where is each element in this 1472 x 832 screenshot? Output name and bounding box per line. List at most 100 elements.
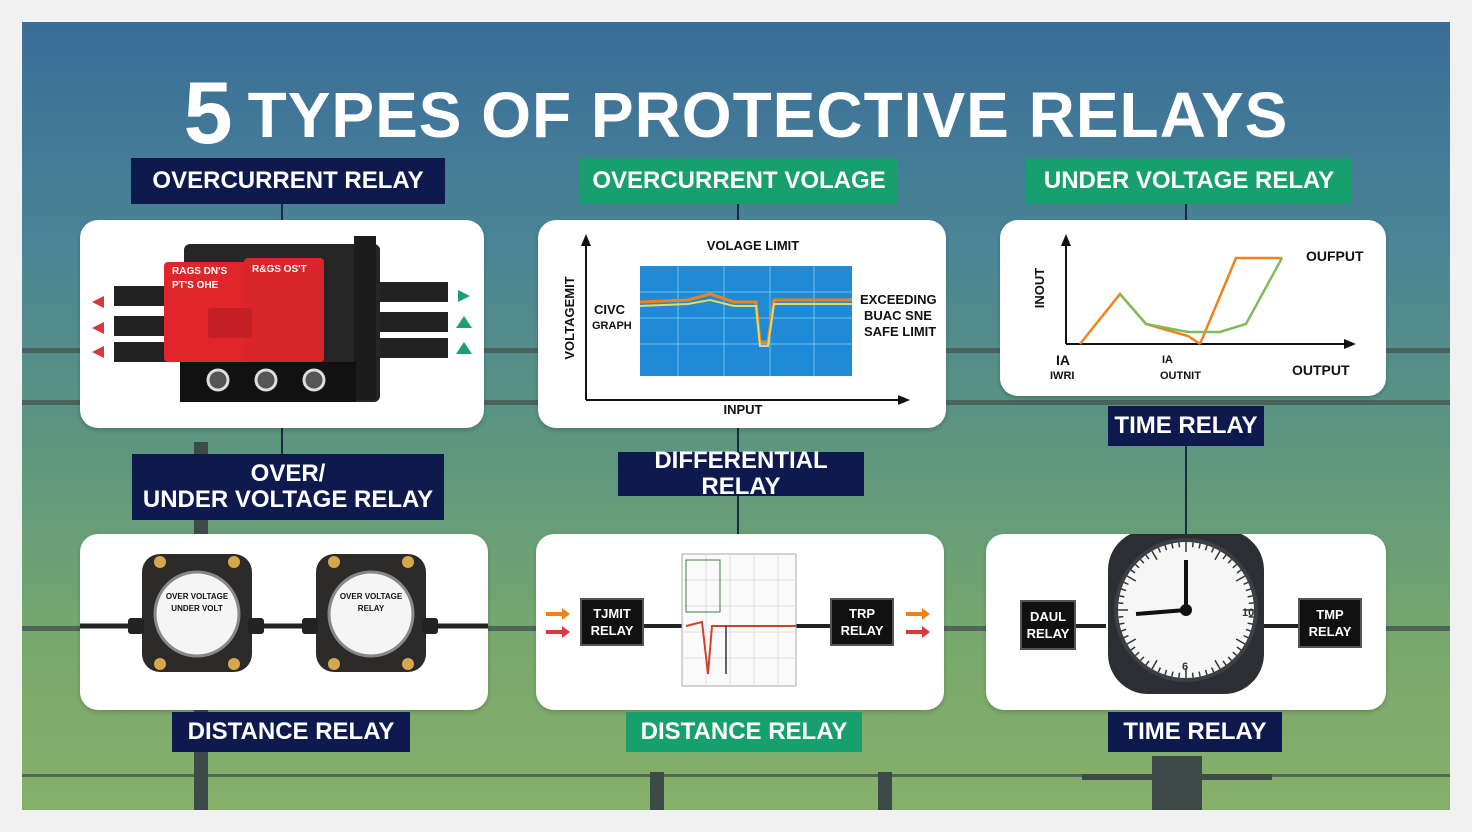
- clock-tick: [1134, 563, 1140, 569]
- graph-left-text-2: GRAPH: [592, 320, 632, 332]
- label-over-under-voltage-relay: OVER/UNDER VOLTAGE RELAY: [132, 454, 444, 520]
- clock-tick: [1191, 672, 1194, 678]
- connector-line: [737, 428, 739, 454]
- clock-tick: [1236, 569, 1242, 574]
- clock-tick: [1210, 667, 1215, 673]
- tick-label-2a: IA: [1162, 354, 1173, 366]
- connector-line: [1185, 444, 1187, 536]
- clock-tick: [1236, 646, 1242, 651]
- terminal-screw: [206, 368, 230, 392]
- graph-right-text-2: BUAC SNE: [864, 308, 932, 323]
- terminal-screw: [302, 368, 326, 392]
- clock-tick: [1243, 581, 1249, 586]
- clock-tick: [1164, 669, 1168, 675]
- relay-switch: [208, 308, 252, 338]
- clock-tick: [1130, 646, 1136, 651]
- clock-tick: [1198, 671, 1201, 677]
- clock-tick: [1139, 656, 1145, 662]
- clock-tick: [1119, 595, 1125, 598]
- output-curve-orange-2: [1198, 256, 1282, 345]
- tick-label-1a: IA: [1056, 352, 1070, 368]
- clock-tick: [1118, 615, 1124, 618]
- connector-line: [1185, 202, 1187, 222]
- panel-overcurrent-relay: RAGS DN'S R&GS OS'T PT'S OHE: [80, 220, 484, 428]
- label-under-voltage-relay: UNDER VOLTAGE RELAY: [1026, 158, 1352, 204]
- clock-tick: [1248, 615, 1254, 618]
- label-time-relay-mid: TIME RELAY: [1108, 406, 1264, 446]
- connector-line: [281, 428, 283, 454]
- clock-tick: [1191, 542, 1194, 548]
- orange-arrow-left: [546, 608, 570, 620]
- differential-chart: [681, 553, 797, 687]
- panel-voltage-graph: VOLAGE LIMIT VOLTAGEMIT INPUT CIVC GRAPH…: [538, 220, 946, 428]
- graph-x-label: INPUT: [723, 402, 763, 417]
- relay-device-illustration: RAGS DN'S R&GS OS'T PT'S OHE: [92, 236, 472, 402]
- dial-text-right-1: OVER VOLTAGE: [339, 592, 403, 601]
- label-overcurrent-relay: OVERCURRENT RELAY: [131, 158, 445, 204]
- differential-illustration: [546, 553, 930, 687]
- output-graph: [1061, 234, 1356, 349]
- voltage-curve-2: [639, 298, 852, 347]
- utility-pole: [1152, 756, 1202, 810]
- clock-tick: [1151, 659, 1158, 670]
- clock-tick: [1247, 622, 1253, 625]
- clock-tick: [1171, 543, 1174, 549]
- output-curve-green: [1119, 257, 1284, 334]
- clock-tick: [1171, 671, 1174, 677]
- clock-tick: [1118, 602, 1124, 605]
- clock-tick: [1247, 595, 1253, 598]
- pole-crossarm: [1082, 774, 1272, 780]
- clock-tick: [1204, 669, 1208, 675]
- clock-number-bottom: 6: [1182, 661, 1188, 673]
- voltage-graph: [581, 234, 910, 405]
- clock-tick: [1245, 588, 1251, 592]
- tick-label-1b: IWRI: [1050, 370, 1075, 382]
- graph-title: VOLAGE LIMIT: [706, 238, 800, 253]
- clock-tick: [1139, 558, 1145, 564]
- label-distance-relay-left: DISTANCE RELAY: [172, 712, 410, 752]
- panel-under-voltage-graph: INOUT OUFPUT OUTPUT IA IWRI IA OUTNIT: [1000, 220, 1386, 396]
- clock-tick: [1123, 634, 1129, 639]
- graph-right-text-1: EXCEEDING: [860, 292, 937, 307]
- time-relay-illustration: 10 6: [1070, 530, 1298, 694]
- panel-dial-relays: OVER VOLTAGE UNDER VOLT OVER VOLTAGE REL…: [80, 534, 488, 710]
- clock-tick: [1157, 547, 1162, 553]
- orange-arrow-right: [906, 608, 930, 620]
- clock-tick: [1134, 651, 1140, 657]
- green-arrows: [456, 290, 472, 354]
- clock-tick: [1232, 563, 1238, 569]
- clock-tick: [1245, 628, 1251, 632]
- dial-text-left-2: UNDER VOLT: [171, 604, 223, 613]
- label-time-relay-bottom: TIME RELAY: [1108, 712, 1282, 752]
- dial-relay-right: [302, 554, 438, 672]
- dial-relay-left: [128, 554, 264, 672]
- clock-tick: [1145, 554, 1150, 560]
- clock-tick: [1222, 660, 1227, 666]
- label-differential-relay: DIFFERENTIAL RELAY: [618, 448, 864, 500]
- graph-y-label: INOUT: [1032, 267, 1047, 309]
- clock-tick: [1235, 575, 1246, 582]
- clock-tick: [1157, 667, 1162, 673]
- dial-text-right-3: RELAY: [357, 604, 385, 613]
- utility-pole: [878, 772, 892, 810]
- clock-tick: [1119, 622, 1125, 625]
- relay-label-2: R&GS OS'T: [252, 264, 307, 275]
- connector-line: [281, 202, 283, 222]
- clock-tick: [1222, 554, 1227, 560]
- utility-pole: [650, 772, 664, 810]
- relay-label-3: PT'S OHE: [172, 280, 219, 291]
- label-overcurrent-voltage: OVERCURRENT VOLAGE: [580, 158, 898, 204]
- clock-ticks: [1118, 542, 1254, 678]
- dial-text-left-1: OVER VOLTAGE: [165, 592, 229, 601]
- clock-tick: [1232, 651, 1238, 657]
- clock-tick: [1130, 569, 1136, 574]
- clock-tick: [1214, 659, 1221, 670]
- clock-tick: [1178, 542, 1181, 548]
- label-distance-relay-mid: DISTANCE RELAY: [626, 712, 862, 752]
- graph-y-label: VOLTAGEMIT: [562, 276, 577, 360]
- clock-tick: [1204, 545, 1208, 551]
- clock-tick: [1126, 575, 1137, 582]
